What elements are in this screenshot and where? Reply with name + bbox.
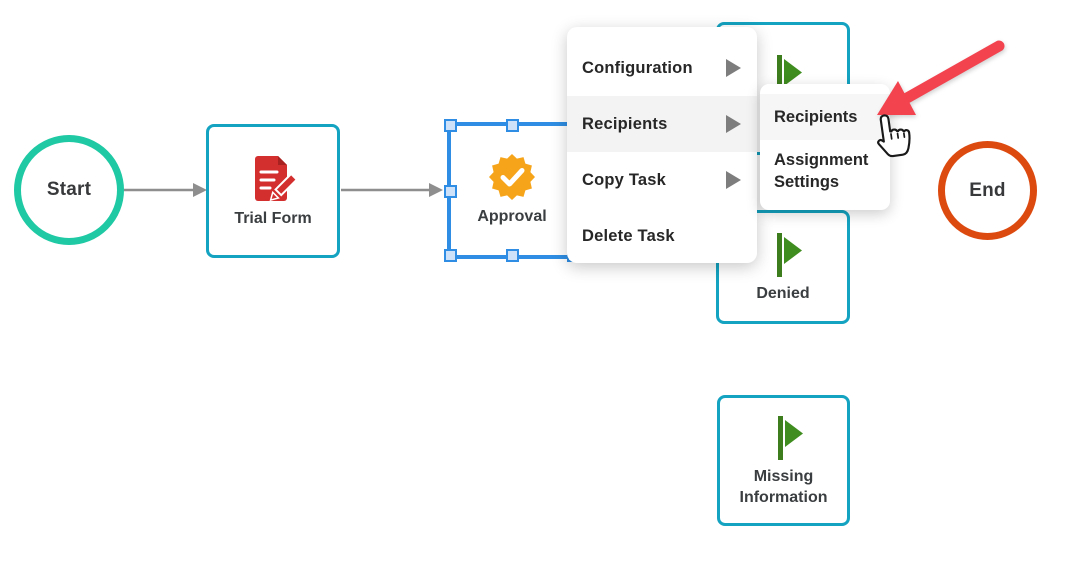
context-menu: Configuration Recipients Copy Task Delet…	[567, 27, 757, 263]
selection-handle-top-mid[interactable]	[506, 119, 519, 132]
selection-handle-bottom-mid[interactable]	[506, 249, 519, 262]
submenu-item-assignment-settings[interactable]: Assignment Settings	[774, 151, 869, 191]
selection-handle-mid-left[interactable]	[444, 184, 457, 198]
submenu-arrow-icon	[726, 115, 741, 133]
approval-node-selected[interactable]: Approval	[444, 119, 580, 262]
menu-item-configuration[interactable]: Configuration	[567, 40, 757, 96]
start-node-label: Start	[46, 179, 92, 200]
missing-information-label: Missing Information	[739, 467, 828, 506]
end-node[interactable]: End	[938, 141, 1037, 240]
menu-item-copy-task[interactable]: Copy Task	[567, 152, 757, 208]
submenu-arrow-icon	[726, 171, 741, 189]
start-node[interactable]: Start	[14, 135, 124, 245]
trial-form-label: Trial Form	[234, 209, 312, 227]
submenu-item-recipients[interactable]: Recipients	[760, 94, 890, 140]
flag-icon	[777, 55, 802, 99]
end-node-label: End	[969, 179, 1006, 201]
flag-icon	[777, 232, 802, 277]
denied-label: Denied	[756, 284, 810, 302]
menu-item-delete-task[interactable]: Delete Task	[582, 226, 675, 245]
recipients-submenu: Recipients Assignment Settings	[760, 84, 890, 210]
selection-handle-top-left[interactable]	[444, 119, 457, 132]
flag-icon	[777, 415, 803, 460]
approval-badge-icon	[489, 154, 535, 200]
approval-label: Approval	[477, 208, 547, 225]
missing-information-node[interactable]: Missing Information	[717, 395, 850, 526]
document-edit-icon	[255, 155, 296, 201]
submenu-arrow-icon	[726, 59, 741, 77]
trial-form-node[interactable]: Trial Form	[206, 124, 340, 258]
selection-handle-bottom-left[interactable]	[444, 249, 457, 262]
menu-item-recipients[interactable]: Recipients	[567, 96, 757, 152]
